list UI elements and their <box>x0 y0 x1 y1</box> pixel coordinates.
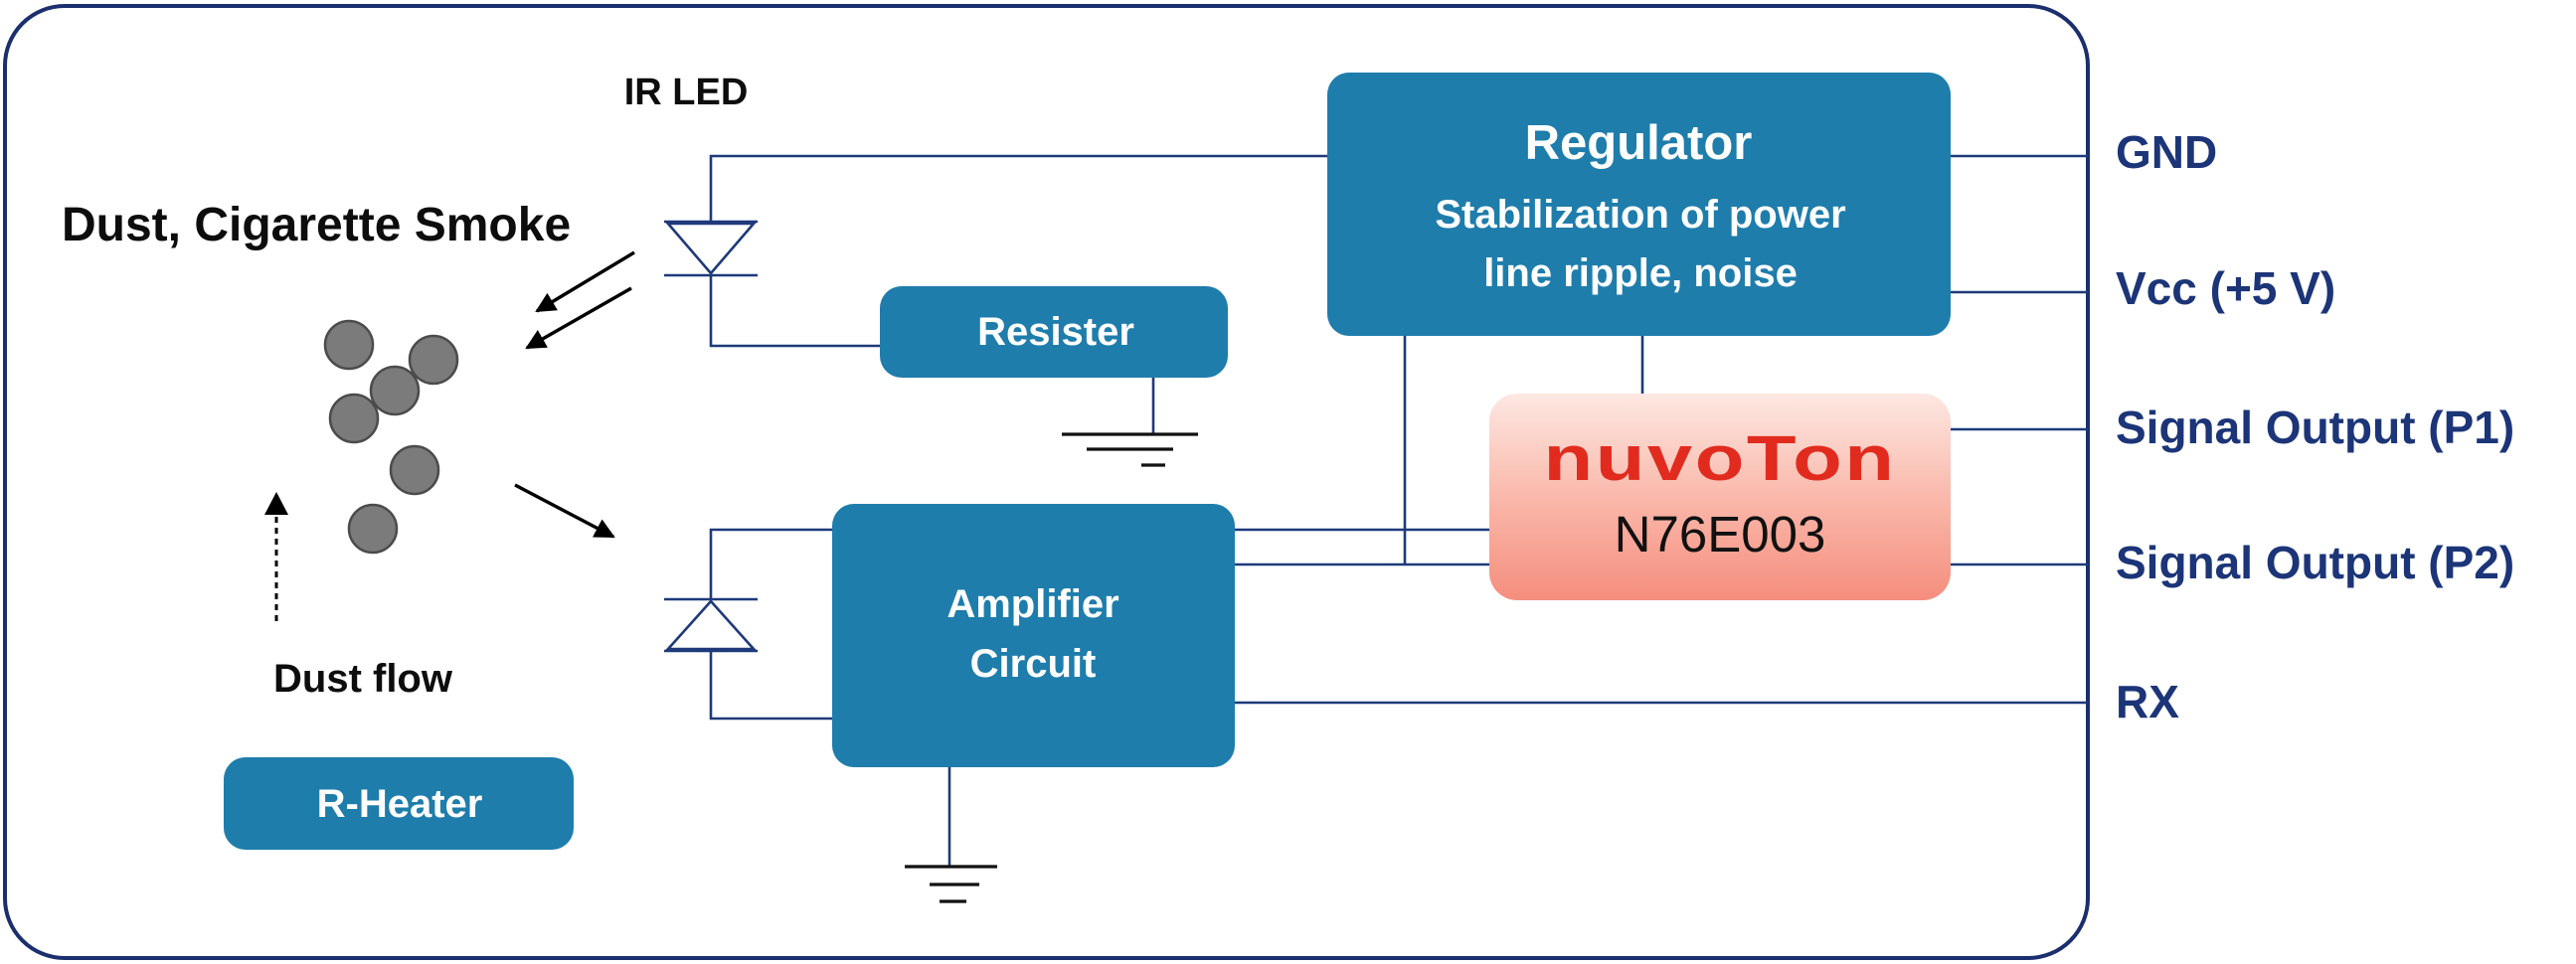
regulator-desc-line2: line ripple, noise <box>1483 251 1798 295</box>
dust-flow-label: Dust flow <box>273 657 453 701</box>
heater-label: R-Heater <box>317 782 483 826</box>
light-arrows <box>514 250 635 539</box>
ground-symbol-amplifier <box>905 865 997 903</box>
resister-block: Resister <box>880 286 1228 378</box>
regulator-desc-line1: Stabilization of power <box>1435 193 1845 237</box>
particle <box>389 444 440 496</box>
photodiode-symbol <box>665 599 757 651</box>
resister-label: Resister <box>977 310 1134 354</box>
regulator-title: Regulator <box>1525 116 1753 170</box>
mcu-part-number: N76E003 <box>1615 506 1826 562</box>
amplifier-block: Amplifier Circuit <box>832 504 1235 767</box>
pin-gnd-label: GND <box>2116 126 2217 178</box>
ir-led-label: IR LED <box>624 72 749 113</box>
particle <box>323 319 375 371</box>
wiring <box>664 154 2088 867</box>
particle <box>369 365 421 416</box>
ir-led-symbol <box>665 222 757 275</box>
pin-p2-label: Signal Output (P2) <box>2116 537 2514 588</box>
dust-particles <box>323 319 459 555</box>
amplifier-label-line2: Circuit <box>970 642 1097 686</box>
nuvoton-logo: nuvoTon <box>1544 422 1897 494</box>
dust-title: Dust, Cigarette Smoke <box>62 199 571 251</box>
pin-rx-label: RX <box>2116 676 2179 727</box>
mcu-block: nuvoTon N76E003 <box>1489 394 1951 600</box>
heater-block: R-Heater <box>224 757 574 850</box>
particle <box>408 334 459 386</box>
particle <box>347 503 399 555</box>
pin-vcc-label: Vcc (+5 V) <box>2116 262 2335 314</box>
regulator-block: Regulator Stabilization of power line ri… <box>1327 73 1951 336</box>
particle <box>328 393 380 444</box>
pin-labels: GND Vcc (+5 V) Signal Output (P1) Signal… <box>2116 126 2514 727</box>
ground-symbol-resister <box>1062 432 1198 467</box>
amplifier-label-line1: Amplifier <box>946 582 1118 626</box>
dust-flow-arrow <box>264 492 288 621</box>
pin-p1-label: Signal Output (P1) <box>2116 402 2514 453</box>
